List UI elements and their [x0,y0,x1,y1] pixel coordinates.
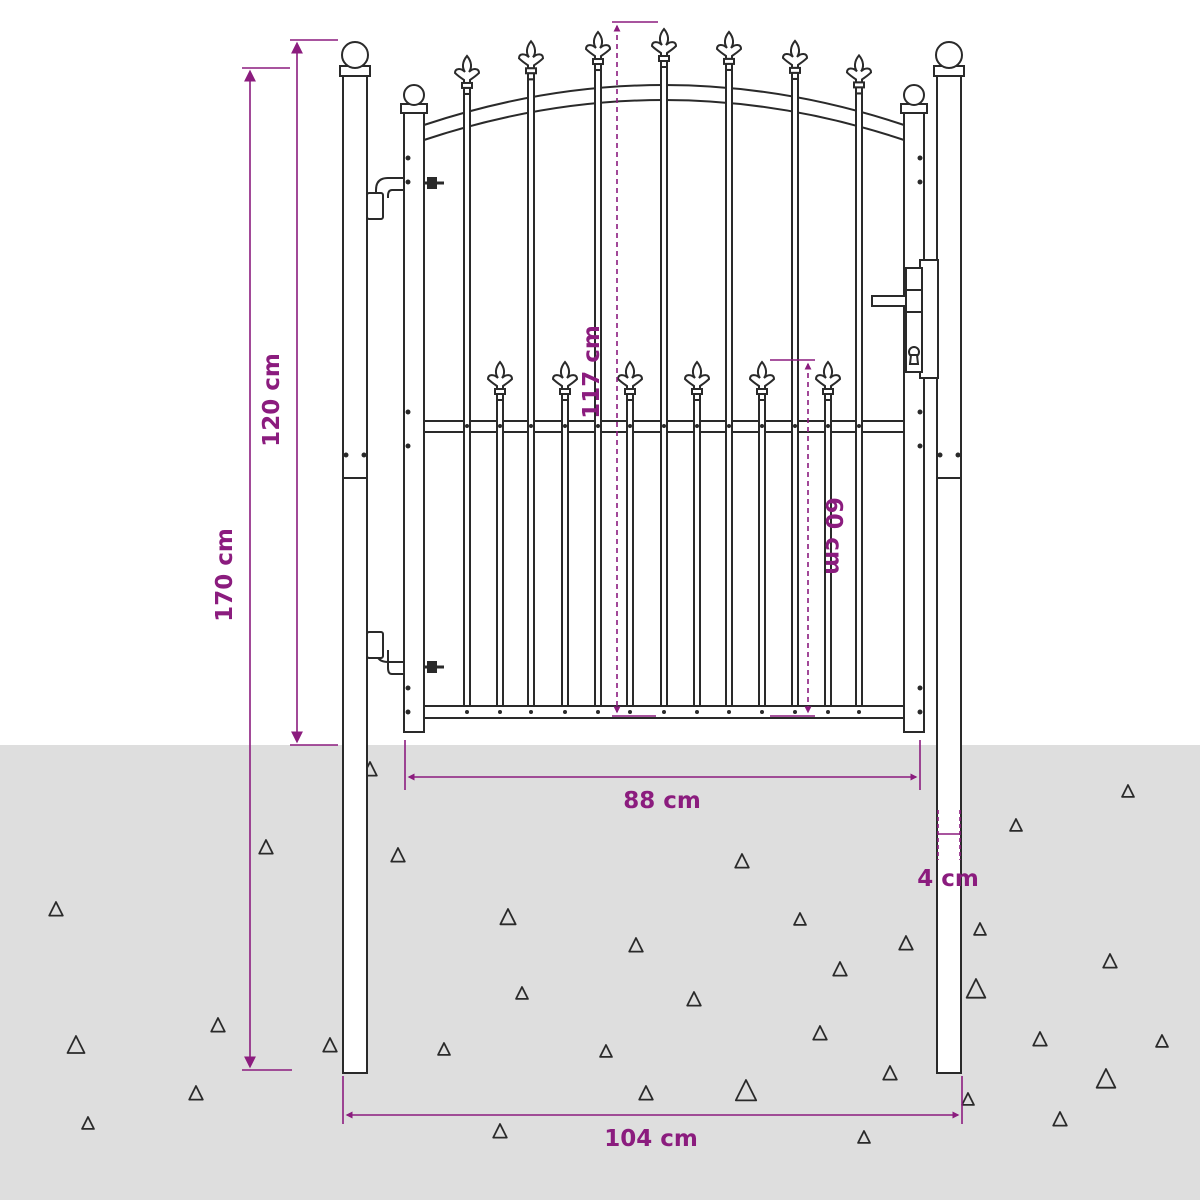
left-post [339,41,371,1074]
rivets [343,155,961,715]
label-post-height: 170 cm [212,528,238,622]
hinge-top [366,177,444,220]
label-gate-width: 88 cm [623,788,701,814]
label-lower-section: 60 cm [820,497,846,575]
label-post-width: 4 cm [917,866,979,892]
right-post [933,41,965,1074]
label-gate-height-side: 120 cm [259,353,285,447]
dimension-lines [242,21,963,1124]
hinge-bottom [366,631,444,675]
label-total-width: 104 cm [604,1126,698,1152]
tall-bars [453,27,873,708]
ground-pebbles [48,761,1169,1144]
short-bars [486,360,842,707]
lock-handle [871,259,939,379]
label-gate-height-center: 117 cm [579,325,605,419]
ground [0,745,1200,1200]
